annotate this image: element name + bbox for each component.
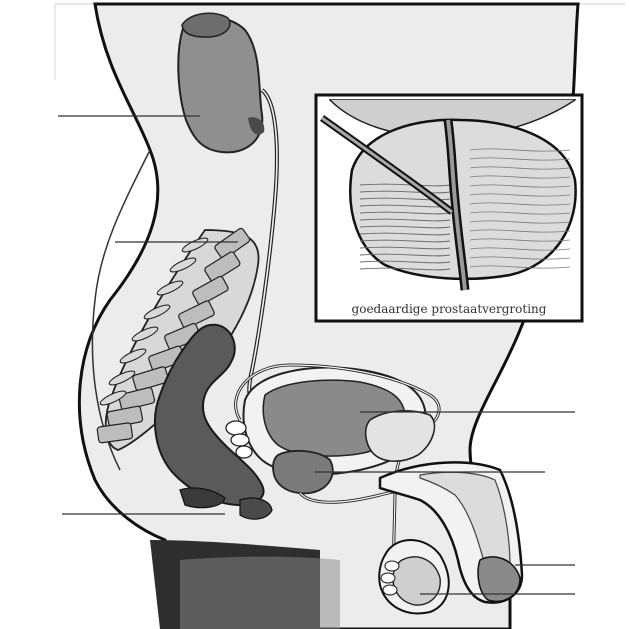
kidney (178, 17, 262, 152)
inset-caption: goedaardige prostaatvergroting (352, 302, 547, 316)
thigh-region (180, 557, 340, 629)
inset-panel: goedaardige prostaatvergroting (316, 95, 582, 321)
testis (393, 557, 440, 605)
